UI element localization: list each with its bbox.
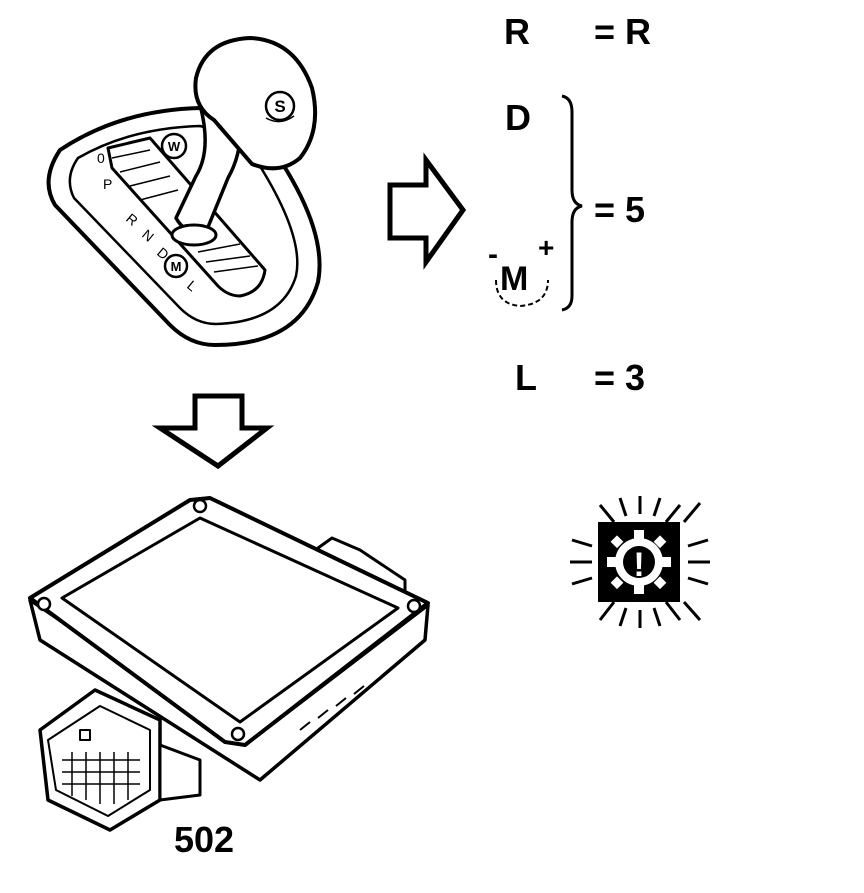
arrow-right-icon	[387, 152, 467, 270]
shifter-knob	[193, 36, 318, 171]
label-l-position: L	[515, 357, 537, 398]
label-r-position: R	[504, 11, 530, 52]
gate-label-m: M	[171, 259, 182, 274]
label-m-plus: +	[538, 232, 555, 263]
arrow-down-icon	[151, 393, 275, 470]
transmission-warning-icon: !	[570, 496, 710, 628]
label-m-minus: -	[488, 238, 498, 271]
label-d-position: D	[505, 97, 531, 138]
gear-shifter: S W 0 P R N D L M	[46, 36, 322, 347]
gate-label: 0	[97, 150, 105, 166]
manual-mode-circle-icon	[495, 279, 549, 308]
label-r-result: = R	[594, 11, 652, 52]
connector-pins	[62, 752, 140, 804]
manual-mode-icon	[163, 253, 189, 279]
winter-button-icon	[160, 132, 188, 160]
gate-hatching	[111, 149, 259, 273]
warning-rays	[570, 496, 710, 628]
winter-button-letter: W	[168, 139, 181, 154]
label-l-result: = 3	[594, 357, 646, 398]
brace-d-m	[561, 94, 583, 312]
transmission-control-module	[28, 496, 430, 832]
label-m-letter: M	[500, 260, 529, 298]
label-dm-result: = 5	[594, 189, 646, 230]
sport-button-icon	[264, 90, 296, 122]
module-part-number: 502	[174, 819, 235, 860]
gate-label: P	[103, 176, 112, 192]
warning-glyph: !	[633, 546, 644, 584]
sport-button-letter: S	[274, 97, 285, 116]
